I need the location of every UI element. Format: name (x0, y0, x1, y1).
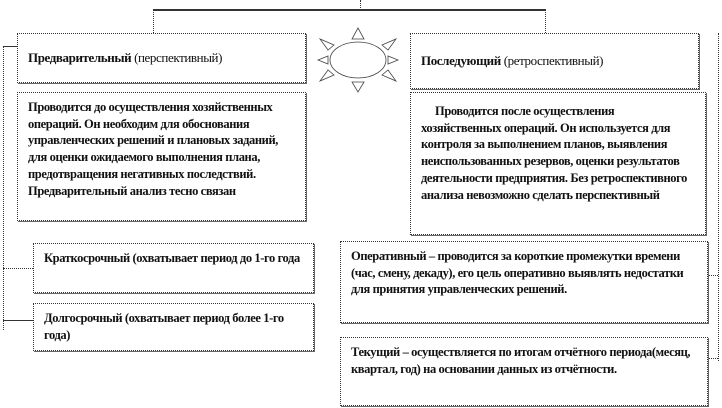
left-bracket (3, 47, 4, 330)
retrospective-title: Последующий (421, 52, 501, 68)
retrospective-description: Проводится после осуществления хозяйстве… (410, 92, 706, 235)
preliminary-title: Предварительный (28, 49, 132, 65)
left-bracket-top (3, 46, 17, 47)
retrospective-subtitle: (ретроспективный) (500, 52, 604, 68)
short-term-analysis: Краткосрочный (охватывает период до 1-го… (33, 243, 314, 293)
preliminary-analysis-header: Предварительный (перспективный) (17, 33, 306, 83)
preliminary-subtitle: (перспективный) (131, 49, 223, 65)
right-bracket (718, 33, 719, 361)
preliminary-description: Проводится до осуществления хозяйственны… (17, 92, 306, 221)
right-bracket-current (708, 358, 718, 359)
connector-right-drop (545, 10, 546, 33)
connector-top (360, 0, 361, 10)
operative-analysis: Оперативный – проводится за короткие про… (340, 241, 708, 323)
right-bracket-operative (708, 275, 718, 276)
connector-left-drop (153, 10, 154, 33)
long-term-analysis: Долгосрочный (охватывает период более 1-… (33, 303, 314, 351)
connector-bar (153, 9, 546, 11)
left-bracket-short (3, 268, 33, 269)
left-bracket-long (3, 320, 33, 321)
sun-icon (316, 27, 400, 93)
current-analysis: Текущий – осуществляется по итогам отчёт… (340, 337, 708, 406)
retrospective-analysis-header: Последующий (ретроспективный) (410, 33, 699, 89)
